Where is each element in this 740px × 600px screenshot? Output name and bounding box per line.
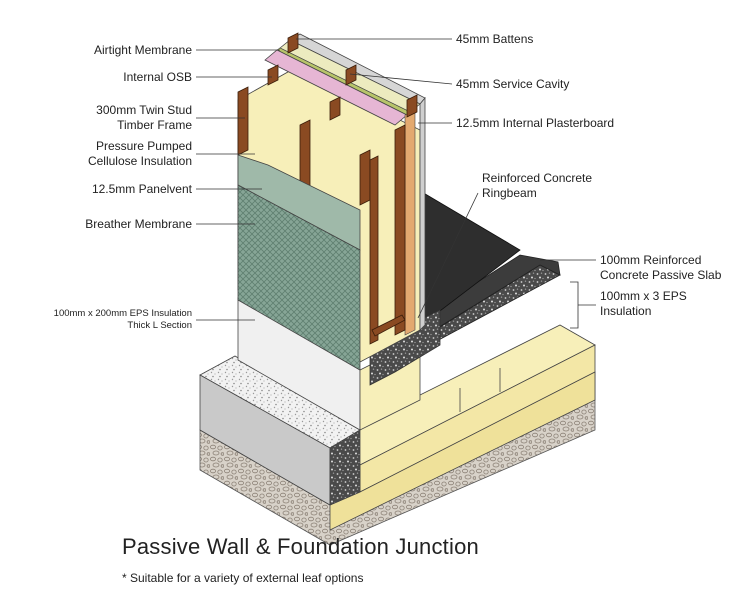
label-cellulose-line1: Pressure Pumped xyxy=(95,139,192,153)
plasterboard-edge xyxy=(419,96,426,331)
osb-face xyxy=(404,109,416,336)
label-eps-l-line1: 100mm x 200mm EPS Insulation xyxy=(53,308,192,319)
label-eps-l-line2: Thick L Section xyxy=(127,320,192,331)
label-breather-membrane: Breather Membrane xyxy=(85,217,192,231)
label-panelvent: 12.5mm Panelvent xyxy=(91,182,192,196)
label-twin-stud-line2: Timber Frame xyxy=(117,118,192,132)
label-cellulose-line2: Cellulose Insulation xyxy=(87,154,192,168)
panelvent-board xyxy=(237,154,361,251)
label-plasterboard: 12.5mm Internal Plasterboard xyxy=(456,116,615,130)
label-slab-line1: 100mm Reinforced xyxy=(600,253,702,267)
diagram-title: Passive Wall & Foundation Junction xyxy=(122,534,479,559)
strip-footing-side xyxy=(329,429,361,506)
label-eps-slab-line2: Insulation xyxy=(600,304,652,318)
label-eps-slab-line1: 100mm x 3 EPS xyxy=(600,289,687,303)
label-ringbeam-line2: Ringbeam xyxy=(482,186,537,200)
label-twin-stud-line1: 300mm Twin Stud xyxy=(96,103,192,117)
label-airtight-membrane: Airtight Membrane xyxy=(93,43,192,57)
label-ringbeam-line1: Reinforced Concrete xyxy=(482,171,593,185)
label-battens: 45mm Battens xyxy=(456,32,534,46)
label-internal-osb: Internal OSB xyxy=(123,70,192,84)
breather-membrane xyxy=(237,184,361,371)
diagram-footnote: * Suitable for a variety of external lea… xyxy=(122,571,364,585)
label-service-cavity: 45mm Service Cavity xyxy=(456,77,570,91)
label-slab-line2: Concrete Passive Slab xyxy=(600,268,722,282)
